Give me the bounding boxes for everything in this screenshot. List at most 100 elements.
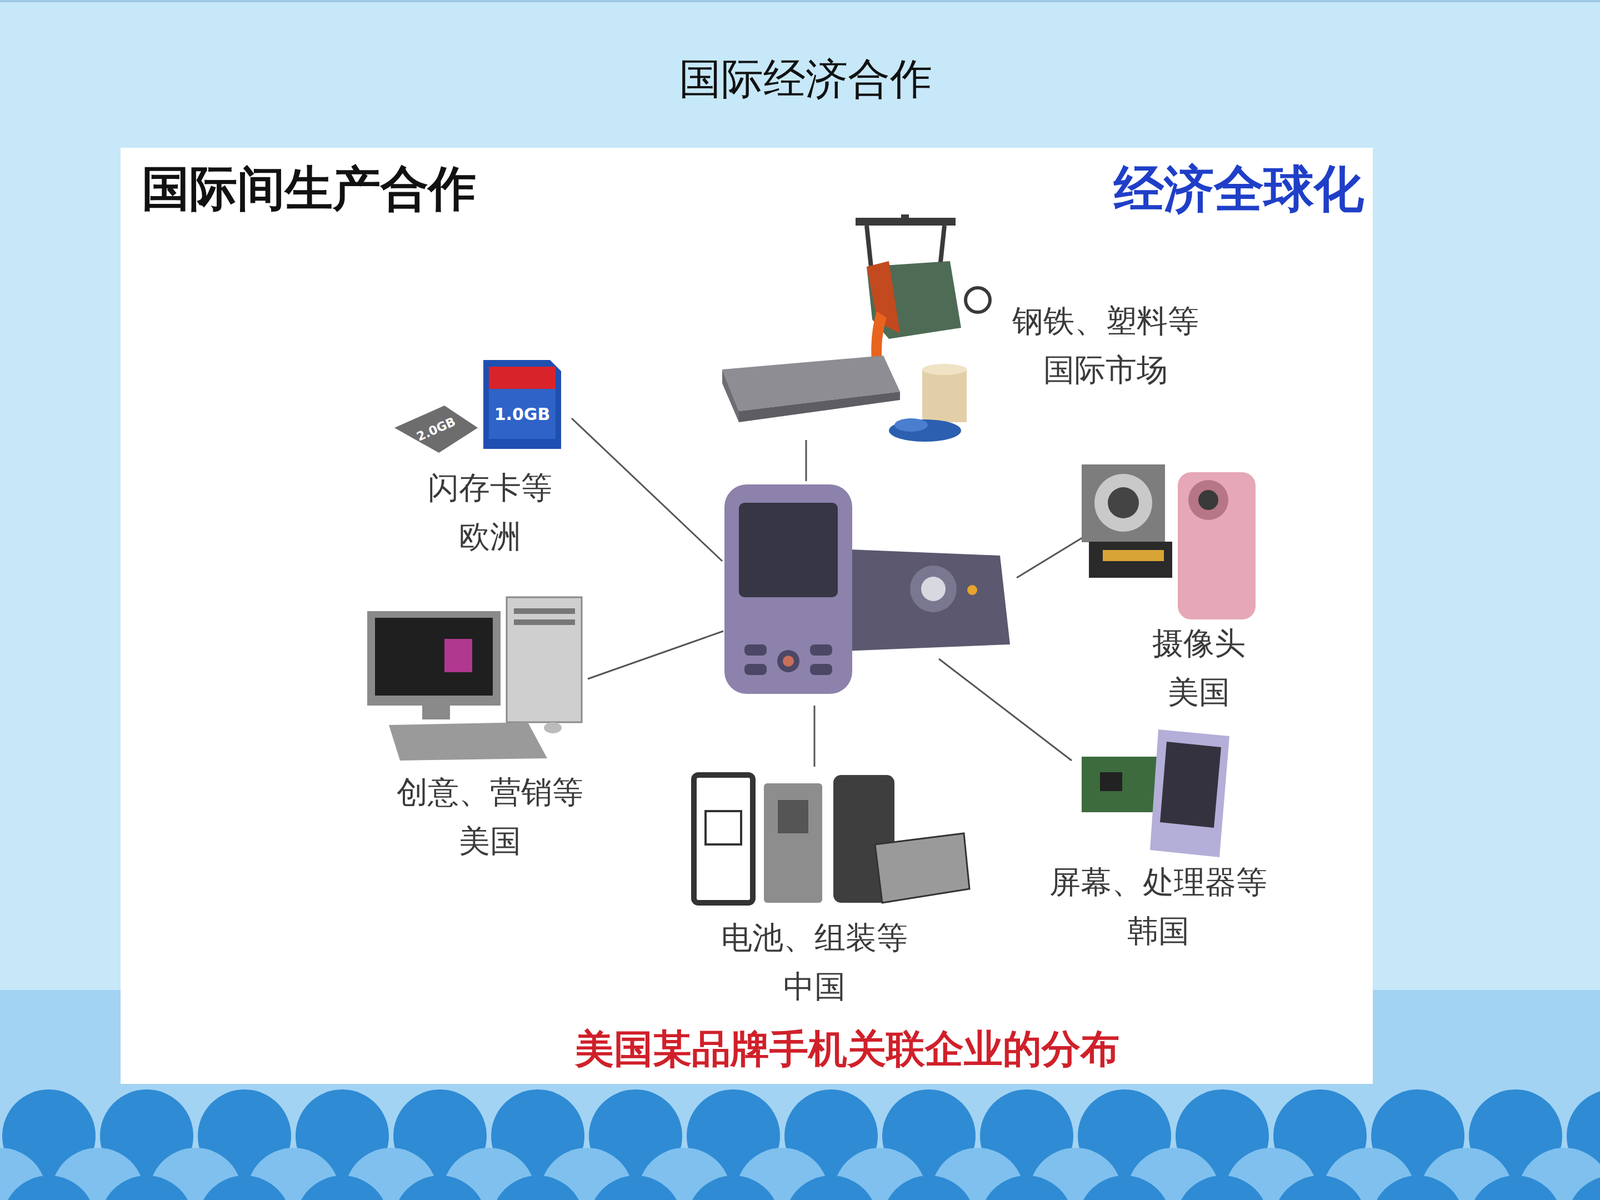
battery-assembly-picture-part <box>777 800 809 834</box>
source-region: 美国 <box>1152 667 1246 717</box>
source-region: 中国 <box>721 962 908 1012</box>
screen-processor-picture-part <box>1160 741 1222 828</box>
figure-caption: 美国某品牌手机关联企业的分布 <box>575 1023 1120 1076</box>
wave-pattern-part <box>1566 1175 1600 1200</box>
part-name: 钢铁、塑料等 <box>1012 296 1199 346</box>
component-caption: 创意、营销等美国 <box>393 766 587 868</box>
phone-picture-part <box>724 484 853 694</box>
memory-card-picture <box>394 360 562 453</box>
part-name: 摄像头 <box>1152 618 1246 668</box>
wave-pattern-part <box>784 1175 878 1200</box>
wave-pattern-part <box>686 1175 780 1200</box>
phone-picture-part <box>921 576 946 602</box>
leader-lines-part <box>587 631 724 679</box>
part-name: 创意、营销等 <box>396 767 584 817</box>
memory-card-picture-part <box>488 388 556 439</box>
source-region: 欧洲 <box>427 512 553 562</box>
wave-pattern-part <box>1175 1175 1269 1200</box>
battery-assembly-picture-part <box>693 775 753 903</box>
wave-pattern-part <box>1468 1175 1563 1200</box>
camera-picture-part <box>1177 472 1256 620</box>
steel-plastic-picture <box>722 214 990 442</box>
screen-processor-picture-part <box>1100 772 1123 792</box>
phone-picture-part <box>744 663 767 675</box>
phone-picture <box>724 484 1010 694</box>
wave-pattern-part <box>100 1175 194 1200</box>
wave-pattern-part <box>588 1175 683 1200</box>
phone-picture-part <box>777 650 800 673</box>
white-panel <box>120 147 1373 1084</box>
computer-picture-part <box>444 638 473 673</box>
source-region: 韩国 <box>1049 906 1268 956</box>
camera-picture-part <box>1107 487 1139 519</box>
panel-theme: 经济全球化 <box>1113 155 1364 224</box>
part-name: 电池、组装等 <box>721 913 908 963</box>
background-part <box>0 0 1600 3</box>
wave-pattern-part <box>980 1175 1074 1200</box>
battery-assembly-picture-part <box>705 811 742 845</box>
memory-card-picture-part <box>394 405 478 453</box>
computer-picture-part <box>513 608 575 614</box>
steel-plastic-picture-part <box>922 369 967 423</box>
phone-picture-part <box>910 565 957 613</box>
component-caption: 钢铁、塑料等国际市场 <box>1008 295 1203 397</box>
wave-pattern-part <box>491 1175 585 1200</box>
computer-picture-part <box>375 617 493 696</box>
battery-assembly-picture <box>693 775 970 903</box>
wave-pattern-part <box>1273 1175 1367 1200</box>
screen-processor-picture <box>1081 729 1230 858</box>
camera-picture <box>1081 464 1256 620</box>
computer-picture-part <box>543 722 562 734</box>
phone-picture-part <box>810 644 833 656</box>
screen-processor-picture-part <box>1150 729 1230 858</box>
computer-picture-part <box>513 619 575 625</box>
camera-picture-part <box>1081 464 1165 543</box>
phone-picture-part <box>810 663 833 675</box>
steel-plastic-picture-part <box>965 287 990 313</box>
camera-picture-part <box>1094 473 1153 532</box>
leader-lines <box>571 418 1093 767</box>
part-name: 闪存卡等 <box>427 463 553 513</box>
steel-plastic-picture-part <box>901 214 909 226</box>
phone-picture-part <box>782 655 794 667</box>
component-caption: 摄像头美国 <box>1148 617 1249 719</box>
wave-pattern-part <box>393 1175 487 1200</box>
wave-pattern-part <box>1371 1175 1465 1200</box>
wave-pattern <box>0 1089 1600 1200</box>
camera-picture-part <box>1198 490 1219 510</box>
wave-pattern-part <box>2 1175 96 1200</box>
battery-assembly-picture-part <box>763 783 823 903</box>
computer-picture-part <box>422 705 450 720</box>
component-caption: 电池、组装等中国 <box>717 912 912 1013</box>
component-caption: 屏幕、处理器等韩国 <box>1046 856 1271 958</box>
camera-picture-part <box>1188 480 1229 520</box>
phone-picture-part <box>744 644 767 656</box>
phone-picture-part <box>738 502 838 598</box>
screen-processor-picture-part <box>1081 756 1157 813</box>
card-capacity: 1.0GB <box>494 404 551 424</box>
wave-pattern-part <box>882 1175 976 1200</box>
wave-pattern-part <box>1077 1175 1172 1200</box>
source-region: 国际市场 <box>1012 345 1199 395</box>
panel-heading: 国际间生产合作 <box>141 156 477 222</box>
leader-lines-part <box>1016 531 1093 578</box>
memory-card-picture-part <box>488 366 556 389</box>
wave-pattern-part <box>295 1175 389 1200</box>
phone-picture-part <box>967 585 978 595</box>
steel-plastic-picture-part <box>722 369 739 423</box>
camera-picture-part <box>1102 550 1164 562</box>
leader-lines-part <box>938 658 1072 761</box>
computer-picture-part <box>388 722 548 761</box>
computer-picture-part <box>506 597 582 723</box>
leader-lines-part <box>571 418 723 562</box>
battery-assembly-picture-part <box>875 833 970 903</box>
source-region: 美国 <box>396 816 584 866</box>
component-caption: 闪存卡等欧洲 <box>424 462 556 563</box>
wave-pattern-part <box>197 1175 292 1200</box>
computer-picture-part <box>367 611 501 706</box>
leader-lines-part <box>805 440 808 482</box>
computer-picture <box>367 597 582 761</box>
